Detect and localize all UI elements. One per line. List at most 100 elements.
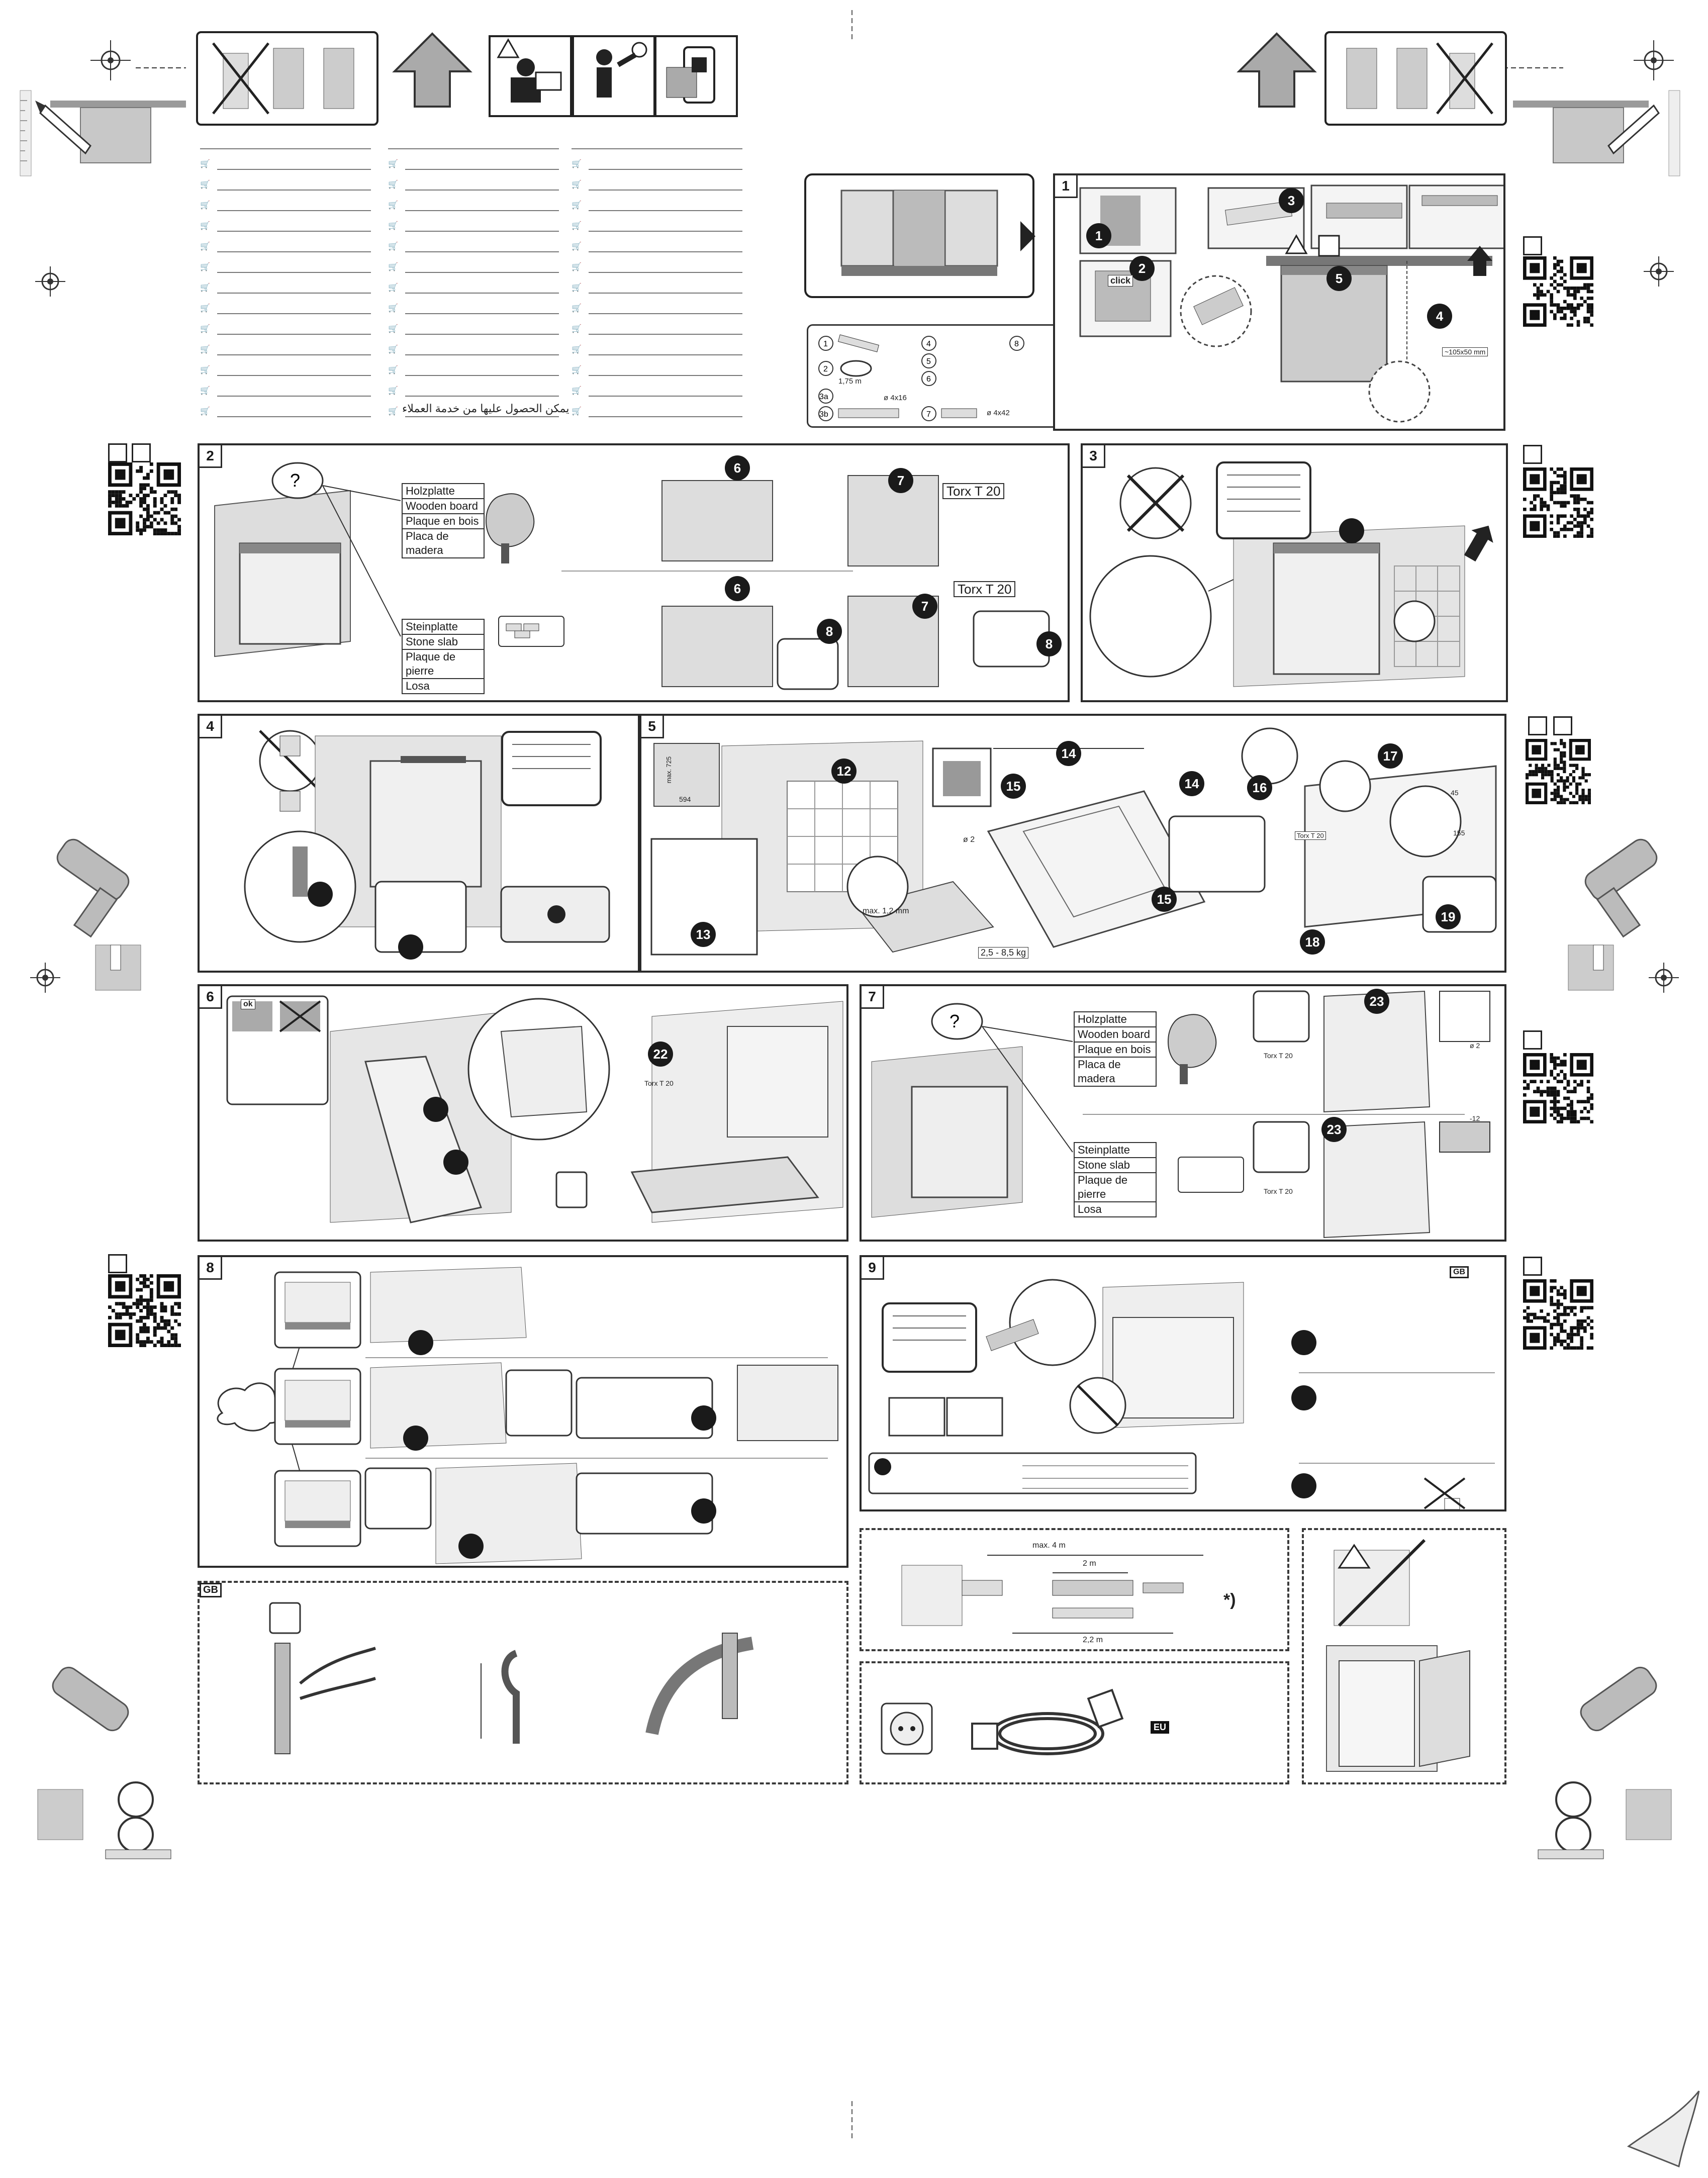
language-link-row[interactable]: 🛒: [388, 239, 559, 254]
step-7-panel: 7 ? Holzplatte Wooden board Plaque en bo…: [860, 984, 1506, 1242]
material-label: Steinplatte: [1074, 1142, 1157, 1158]
language-link-row[interactable]: 🛒: [388, 342, 559, 357]
step-number: 1: [1055, 175, 1078, 198]
language-link-row[interactable]: 🛒: [388, 280, 559, 296]
step-number: 6: [200, 986, 222, 1009]
material-label: Placa de madera: [1074, 1058, 1157, 1087]
material-label: Stone slab: [1074, 1158, 1157, 1173]
language-link-row[interactable]: 🛒: [388, 157, 559, 172]
step-badge: 23: [1364, 989, 1389, 1014]
language-link-row[interactable]: 🛒: [572, 404, 742, 419]
registration-mark-icon: [1649, 963, 1679, 993]
shopping-cart-icon: 🛒: [572, 304, 582, 313]
step-badge: 12: [831, 759, 857, 784]
language-link-row[interactable]: 🛒: [572, 322, 742, 337]
language-link-row[interactable]: 🛒: [572, 239, 742, 254]
blank-line: [405, 396, 559, 397]
svg-text:1: 1: [823, 340, 828, 348]
language-link-row[interactable]: 🛒: [572, 384, 742, 399]
language-link-row[interactable]: 🛒: [388, 260, 559, 275]
language-link-row[interactable]: 🛒: [200, 363, 371, 378]
language-link-row[interactable]: 🛒: [572, 280, 742, 296]
language-link-row[interactable]: 🛒: [200, 219, 371, 234]
step-badge: [1291, 1473, 1316, 1498]
language-link-row[interactable]: 🛒: [572, 301, 742, 316]
blank-line: [405, 375, 559, 376]
language-link-row[interactable]: 🛒: [200, 342, 371, 357]
language-link-row[interactable]: 🛒: [388, 198, 559, 213]
max-length-label: max. 4 m: [1032, 1541, 1066, 1550]
step-badge: 15: [1152, 887, 1177, 912]
language-link-row[interactable]: 🛒: [388, 404, 559, 419]
language-link-row[interactable]: 🛒: [388, 363, 559, 378]
blank-line: [217, 231, 371, 232]
language-link-row[interactable]: 🛒: [200, 301, 371, 316]
language-link-row[interactable]: 🛒: [200, 322, 371, 337]
power-connection-section: EU: [860, 1661, 1289, 1784]
language-link-row[interactable]: 🛒: [200, 404, 371, 419]
step-badge: 4: [1427, 304, 1452, 329]
language-link-row[interactable]: 🛒: [200, 157, 371, 172]
svg-text:7: 7: [926, 410, 931, 419]
torx-label: Torx T 20: [1264, 1052, 1293, 1060]
disposal-instructions-section: GB: [198, 1581, 848, 1784]
language-link-row[interactable]: 🛒: [200, 198, 371, 213]
hose-length-label: 1,75 m: [838, 377, 862, 386]
ok-label: ok: [241, 999, 255, 1009]
language-link-row[interactable]: 🛒: [572, 177, 742, 193]
step-badge: 6: [725, 576, 750, 601]
language-link-row[interactable]: 🛒: [200, 260, 371, 275]
shopping-cart-icon: 🛒: [572, 160, 582, 168]
material-label: Plaque en bois: [402, 514, 485, 529]
language-link-row[interactable]: 🛒: [572, 219, 742, 234]
language-link-row[interactable]: 🛒: [572, 342, 742, 357]
language-link-row[interactable]: 🛒: [572, 198, 742, 213]
blank-line: [589, 190, 742, 191]
step-badge: 2: [1129, 256, 1155, 281]
step-2-panel: 2 ? Holzplatte Wooden board Plaque en bo…: [198, 443, 1070, 702]
language-link-row[interactable]: 🛒: [200, 280, 371, 296]
column-top-rule: [572, 148, 742, 149]
language-link-row[interactable]: 🛒: [388, 384, 559, 399]
step-badge: [874, 1458, 891, 1475]
drill-diameter-label: ø 2: [963, 835, 975, 844]
step-badge: [403, 1426, 428, 1451]
svg-text:4: 4: [926, 340, 931, 348]
blank-line: [405, 293, 559, 294]
click-label: click: [1108, 275, 1133, 287]
language-link-row[interactable]: 🛒: [200, 384, 371, 399]
shopping-cart-icon: 🛒: [388, 242, 398, 251]
language-link-row[interactable]: 🛒: [200, 239, 371, 254]
material-label: Stone slab: [402, 635, 485, 650]
screw-size-label: ø 4x42: [987, 409, 1010, 417]
language-link-row[interactable]: 🛒: [388, 301, 559, 316]
shopping-cart-icon: 🛒: [388, 180, 398, 189]
svg-text:?: ?: [290, 470, 300, 491]
gap-label: max. 1,2 mm: [863, 907, 909, 915]
step-badge: 14: [1056, 741, 1081, 766]
dimension-label: 155: [1453, 829, 1465, 837]
blank-line: [405, 272, 559, 273]
step-4-panel: 4: [198, 714, 640, 973]
language-link-row[interactable]: 🛒: [388, 322, 559, 337]
language-link-row[interactable]: 🛒: [572, 157, 742, 172]
weight-label: 2,5 - 8,5 kg: [978, 947, 1029, 959]
country-flag-box: [1523, 236, 1542, 255]
step-badge: 15: [1001, 774, 1026, 799]
language-link-row[interactable]: 🛒: [388, 177, 559, 193]
shopping-cart-icon: 🛒: [388, 325, 398, 333]
step-badge: [691, 1405, 716, 1431]
blank-line: [217, 293, 371, 294]
blank-line: [217, 190, 371, 191]
language-link-row[interactable]: 🛒: [388, 219, 559, 234]
language-link-row[interactable]: 🛒: [572, 260, 742, 275]
language-link-row[interactable]: 🛒: [200, 177, 371, 193]
language-link-row[interactable]: 🛒: [572, 363, 742, 378]
page-curl-icon: [1627, 2091, 1700, 2168]
shopping-cart-icon: 🛒: [388, 160, 398, 168]
blank-line: [589, 416, 742, 417]
blank-line: [589, 354, 742, 355]
step-1-panel: 1 1 2 3 4 5 click ~105x50 mm: [1053, 173, 1505, 431]
svg-text:2: 2: [823, 365, 828, 373]
step-number: 9: [862, 1257, 884, 1280]
